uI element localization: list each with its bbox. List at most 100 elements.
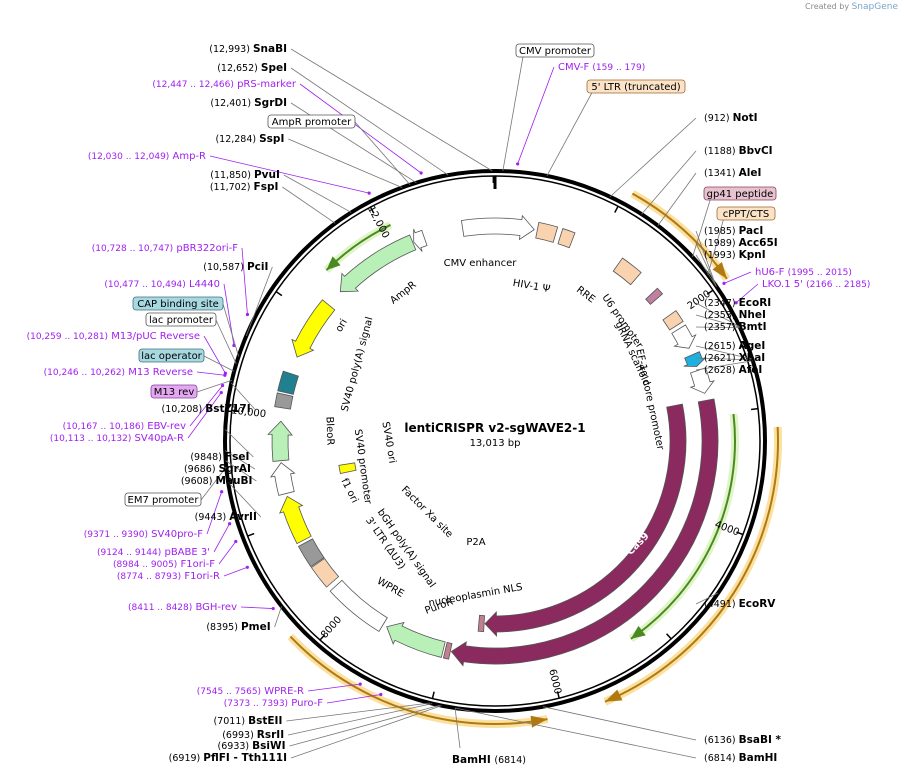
site-leader bbox=[695, 254, 717, 287]
feature-grna-scaffold bbox=[683, 351, 707, 367]
tick-mark bbox=[614, 205, 619, 213]
site-label: BamHI (6814) bbox=[452, 754, 526, 766]
site-position: (6814) bbox=[494, 755, 526, 766]
primer-label: (8984 .. 9005) F1ori-F bbox=[113, 559, 215, 570]
site-label: (2628) AfeI bbox=[704, 364, 762, 376]
box-leader bbox=[354, 121, 411, 185]
site-position: (1993) bbox=[704, 250, 739, 261]
site-position: (912) bbox=[704, 113, 733, 124]
primer-mark bbox=[734, 301, 738, 305]
site-label: (9686) SgrAI bbox=[184, 463, 251, 475]
primer-mark bbox=[223, 373, 227, 377]
site-leader bbox=[695, 242, 717, 287]
primer-name: CMV-F bbox=[558, 62, 589, 73]
primer-range: (12,447 .. 12,466) bbox=[152, 80, 233, 90]
feature-cmv-enhancer bbox=[460, 214, 535, 241]
box-leader bbox=[502, 50, 525, 172]
site-leader bbox=[290, 67, 449, 176]
site-leader bbox=[286, 702, 430, 722]
primer-mark bbox=[358, 682, 362, 686]
primer-label: (10,113 .. 10,132) SV40pA-R bbox=[50, 433, 184, 444]
site-name: BstZ17I bbox=[205, 403, 250, 415]
primer-leader bbox=[223, 566, 248, 577]
primer-leader bbox=[723, 271, 752, 284]
feature-rre bbox=[612, 257, 642, 286]
feature-bleor bbox=[267, 420, 293, 462]
leader-lines bbox=[187, 48, 759, 759]
site-position: (2621) bbox=[704, 353, 739, 364]
primer-label: LKO.1 5' (2166 .. 2185) bbox=[762, 279, 870, 290]
site-leader bbox=[290, 48, 493, 172]
site-position: (12,993) bbox=[209, 44, 253, 55]
site-label: (2347) EcoRI bbox=[704, 297, 771, 309]
site-label: (1341) AleI bbox=[704, 167, 761, 179]
arc-arrowhead bbox=[326, 256, 341, 271]
site-position: (2628) bbox=[704, 365, 739, 376]
site-name: EcoRI bbox=[739, 297, 772, 309]
site-label: (2615) AgeI bbox=[704, 340, 765, 352]
primer-mark bbox=[271, 606, 275, 611]
primer-name: pBR322ori-F bbox=[176, 243, 238, 254]
snapgene-credit: Created by SnapGene bbox=[805, 2, 898, 12]
primer-mark bbox=[220, 490, 224, 494]
feature-gp41 bbox=[645, 287, 664, 305]
site-leader bbox=[695, 360, 753, 371]
site-position: (8395) bbox=[206, 622, 241, 633]
site-position: (10,587) bbox=[203, 262, 247, 273]
primer-name: WPRE-R bbox=[264, 686, 304, 697]
outer-arc bbox=[604, 426, 779, 703]
feature-label: Cas9 bbox=[584, 496, 609, 524]
site-label: (912) NotI bbox=[704, 112, 758, 124]
primer-label: (7545 .. 7565) WPRE-R bbox=[197, 686, 304, 697]
site-label: (9443) AvrII bbox=[195, 511, 257, 523]
primer-name: pBABE 3' bbox=[164, 547, 210, 558]
primer-range: (8984 .. 9005) bbox=[113, 560, 177, 570]
primer-name: F1ori-F bbox=[181, 559, 216, 570]
feature-box-label: M13 rev bbox=[154, 387, 195, 398]
site-leader bbox=[290, 705, 442, 759]
site-name: PflFI - Tth111I bbox=[203, 752, 287, 764]
site-label: (12,993) SnaBI bbox=[209, 43, 287, 55]
feature-3-ltr-u3- bbox=[310, 557, 340, 588]
site-position: (6933) bbox=[218, 741, 253, 752]
site-leader bbox=[641, 150, 697, 215]
annotation-arcs bbox=[287, 190, 782, 728]
feature-label: WPRE bbox=[375, 576, 406, 600]
site-label: (10,587) PciI bbox=[203, 261, 268, 273]
feature-box-label: gp41 peptide bbox=[707, 189, 774, 200]
site-leader bbox=[224, 450, 256, 470]
primer-leader bbox=[240, 606, 274, 609]
feature-label: ori bbox=[334, 317, 350, 334]
feature-label: RRE bbox=[574, 285, 597, 306]
primer-range: (8774 .. 8793) bbox=[117, 572, 181, 582]
site-position: (12,652) bbox=[217, 63, 261, 74]
site-position: (1985) bbox=[704, 226, 739, 237]
site-leader bbox=[288, 138, 403, 188]
feature-box bbox=[150, 384, 198, 399]
site-position: (9848) bbox=[190, 452, 225, 463]
tick-mark bbox=[431, 691, 435, 699]
primer-mark bbox=[379, 692, 383, 697]
tick-mark bbox=[736, 531, 744, 536]
primer-mark bbox=[245, 312, 250, 317]
primer-name: Amp-R bbox=[173, 151, 207, 162]
primer-range: (9371 .. 9390) bbox=[84, 530, 148, 540]
site-leader bbox=[225, 460, 257, 482]
site-name: BamHI bbox=[739, 752, 778, 764]
plasmid-name: lentiCRISPR v2-sgWAVE2-1 bbox=[404, 421, 585, 435]
site-name: BmtI bbox=[739, 321, 767, 333]
feature-label: BleoR bbox=[323, 416, 335, 445]
site-position: (6136) bbox=[704, 735, 739, 746]
feature-box bbox=[145, 312, 217, 327]
primer-label: (9124 .. 9144) pBABE 3' bbox=[97, 547, 210, 558]
site-name: SnaBI bbox=[253, 43, 287, 55]
site-name: PmeI bbox=[241, 621, 271, 633]
feature-5-ltr bbox=[535, 221, 559, 243]
feature-cas9 bbox=[450, 398, 719, 667]
tick-mark bbox=[369, 206, 375, 214]
site-name: BstEII bbox=[248, 715, 282, 727]
site-name: XbaI bbox=[739, 352, 766, 364]
feature-label: P2A bbox=[466, 537, 485, 548]
site-leader bbox=[695, 357, 753, 361]
primer-name: F1ori-R bbox=[184, 571, 220, 582]
